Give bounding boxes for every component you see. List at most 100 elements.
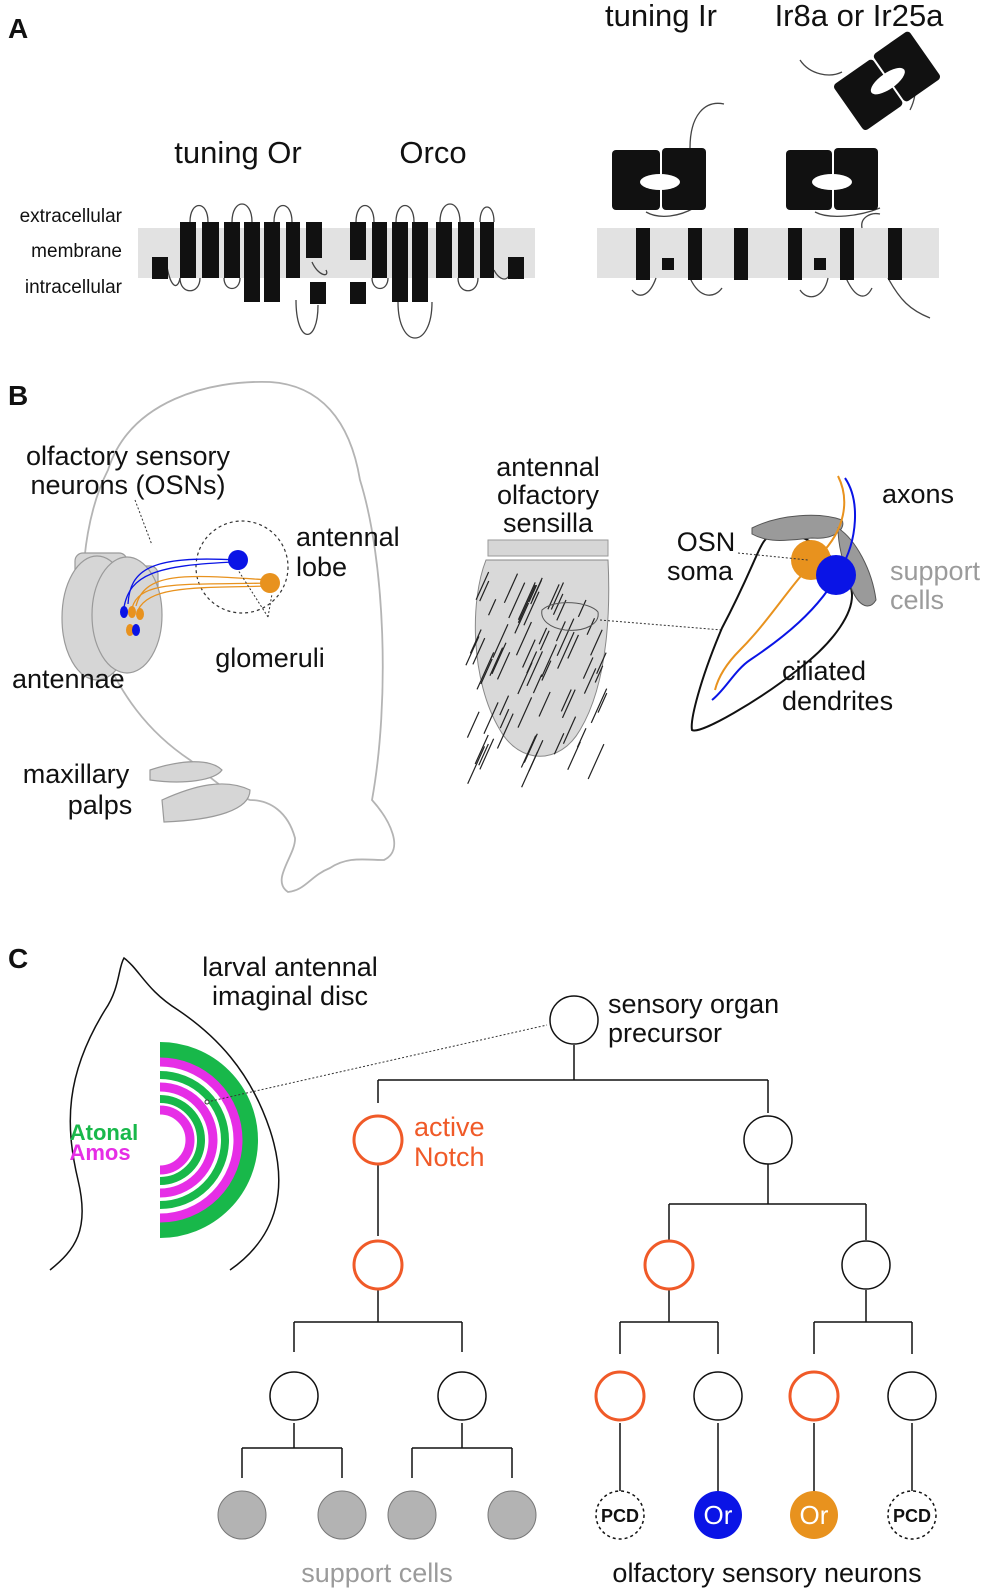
sensillum-hair bbox=[496, 651, 511, 680]
panel-b-leaders bbox=[134, 499, 273, 618]
panel-a-letter: A bbox=[8, 13, 28, 44]
tuning-or-label: tuning Or bbox=[174, 135, 302, 170]
sensillum-hair bbox=[517, 582, 536, 620]
sensillum-hair bbox=[561, 689, 576, 719]
support-cell-3 bbox=[387, 1490, 437, 1540]
support-cell-4 bbox=[487, 1490, 537, 1540]
pcd-label-1: PCD bbox=[601, 1506, 639, 1526]
sensillum-hair bbox=[465, 636, 480, 666]
sensillum-hair bbox=[530, 579, 543, 605]
sensillum-hair bbox=[594, 665, 604, 683]
sensillum-hair bbox=[499, 708, 510, 729]
osn-label-2: neurons (OSNs) bbox=[30, 470, 225, 500]
sensillum-hair bbox=[596, 652, 607, 675]
glomeruli-label: glomeruli bbox=[215, 643, 325, 673]
pcd-cell-2 bbox=[887, 1490, 937, 1540]
support-cells-label-2: cells bbox=[890, 585, 944, 615]
support-cell-2 bbox=[317, 1490, 367, 1540]
ir-coreceptor-structure bbox=[786, 31, 941, 280]
sensillum-hair bbox=[586, 618, 596, 636]
sensillum-outline bbox=[690, 531, 853, 732]
sensillum-hair bbox=[492, 624, 509, 658]
disc-leader bbox=[206, 1024, 548, 1103]
sensillum-hair bbox=[528, 584, 538, 603]
node-3f bbox=[887, 1371, 937, 1421]
support-cells-drawing bbox=[751, 514, 877, 607]
blue-glomerulus bbox=[228, 550, 248, 570]
pcd-cell-1 bbox=[595, 1490, 645, 1540]
sensillum-hair bbox=[521, 751, 539, 788]
sensillum-hair bbox=[539, 630, 550, 651]
notch-label-2: Notch bbox=[414, 1142, 485, 1172]
node-2d bbox=[841, 1240, 891, 1290]
notch-node-4 bbox=[594, 1370, 646, 1422]
sensillum-hair bbox=[538, 691, 551, 717]
ir-coreceptor-label: Ir8a or Ir25a bbox=[775, 0, 945, 33]
or-neuron-orange bbox=[790, 1491, 838, 1539]
sensillum-hair bbox=[526, 651, 543, 687]
node-3b bbox=[437, 1371, 487, 1421]
sensillum-hair bbox=[556, 618, 575, 656]
sensillum-hair bbox=[560, 689, 572, 712]
sensillum-hair bbox=[520, 735, 537, 768]
sensillum-hair bbox=[590, 688, 608, 724]
sensillum-hair bbox=[550, 582, 565, 610]
panel-a: A extracellular membrane intracellular t… bbox=[8, 0, 945, 339]
tuning-or-loops bbox=[165, 203, 328, 335]
sensillum-hair bbox=[517, 697, 533, 728]
antennal-lobe-label-1: antennal bbox=[296, 522, 400, 552]
notch-label-1: active bbox=[414, 1112, 485, 1142]
sensillum-hair bbox=[556, 599, 567, 621]
osn-soma-label-2: soma bbox=[667, 556, 734, 586]
sensillum-hair bbox=[523, 591, 540, 626]
sensillum-hair bbox=[582, 657, 594, 679]
sensillum-hair bbox=[496, 713, 514, 749]
sensillum-hair bbox=[480, 658, 493, 685]
lineage-tree-lines bbox=[241, 1045, 913, 1492]
dendrites-label-2: dendrites bbox=[782, 686, 893, 716]
sensillum-leader bbox=[599, 619, 723, 631]
sensillum-hair bbox=[553, 732, 565, 755]
sensillum-hair bbox=[567, 741, 581, 771]
sensillum-hair bbox=[491, 642, 507, 675]
sensillum-hair bbox=[562, 716, 577, 744]
sensillum-hair bbox=[557, 631, 575, 669]
notch-node-1 bbox=[352, 1114, 404, 1166]
antennae-shape bbox=[61, 552, 163, 681]
panel-c-letter: C bbox=[8, 943, 28, 974]
osn-caption: olfactory sensory neurons bbox=[612, 1558, 921, 1588]
sensillum-hair bbox=[475, 571, 490, 601]
sensillum-hair bbox=[522, 639, 536, 668]
sop-node bbox=[549, 995, 599, 1045]
sensillum-hair bbox=[541, 660, 552, 681]
atonal-amos-rings bbox=[159, 1042, 258, 1238]
membrane-label: membrane bbox=[31, 241, 122, 262]
disc-label-2: imaginal disc bbox=[212, 981, 368, 1011]
sensillum-hair bbox=[587, 743, 605, 780]
notch-node-2 bbox=[352, 1239, 404, 1291]
sensillum-hair bbox=[508, 582, 526, 619]
sensillum-hair bbox=[577, 599, 587, 618]
sensillum-hair bbox=[515, 621, 532, 656]
orco-loops bbox=[355, 203, 511, 339]
sop-label-2: precursor bbox=[608, 1018, 722, 1048]
support-cells-caption: support cells bbox=[301, 1558, 453, 1588]
antennal-lobe-outline bbox=[195, 520, 289, 614]
sensillum-hair bbox=[555, 621, 566, 642]
panel-b: B bbox=[8, 380, 981, 893]
intracellular-label: intracellular bbox=[25, 277, 123, 298]
osn-soma-label-1: OSN bbox=[677, 527, 736, 557]
antenna-segment-drawing bbox=[465, 539, 610, 788]
extracellular-label: extracellular bbox=[20, 206, 123, 227]
or-label-orange: Or bbox=[800, 1500, 829, 1530]
support-cell-1 bbox=[217, 1490, 267, 1540]
imaginal-disc-outline bbox=[49, 956, 280, 1271]
sensillum-hair bbox=[583, 668, 597, 694]
sensillum-hair bbox=[478, 743, 489, 766]
disc-label-1: larval antennal bbox=[202, 952, 378, 982]
sensillum-hair bbox=[467, 746, 486, 785]
notch-node-3 bbox=[643, 1239, 695, 1291]
tuning-or-helices bbox=[152, 222, 326, 304]
node-3a bbox=[269, 1371, 319, 1421]
sensillum-hair bbox=[590, 629, 603, 656]
